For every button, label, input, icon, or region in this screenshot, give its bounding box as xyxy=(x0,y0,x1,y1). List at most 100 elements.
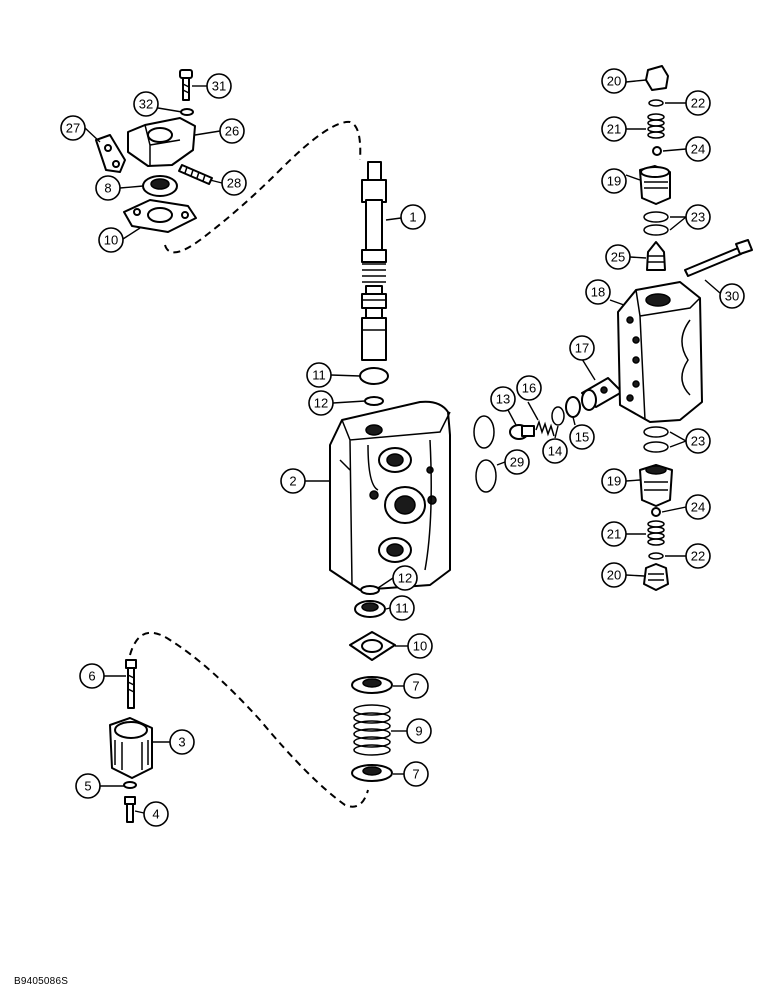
svg-text:15: 15 xyxy=(575,430,589,445)
callout-30: 30 xyxy=(719,283,745,309)
link-plate xyxy=(95,134,126,173)
svg-text:26: 26 xyxy=(225,124,239,139)
callout-15: 15 xyxy=(569,424,595,450)
seat-lower-right xyxy=(639,464,673,507)
svg-text:10: 10 xyxy=(413,639,427,654)
oring-lower-right-23a xyxy=(643,426,669,438)
oring-upper xyxy=(364,396,384,406)
callout-6: 6 xyxy=(79,663,105,689)
oring-upper-right-23b xyxy=(643,224,669,236)
callout-28: 28 xyxy=(221,170,247,196)
callout-21-lower: 21 xyxy=(601,521,627,547)
callout-32: 32 xyxy=(133,91,159,117)
svg-text:27: 27 xyxy=(66,121,80,136)
svg-text:9: 9 xyxy=(415,724,422,739)
svg-text:31: 31 xyxy=(212,79,226,94)
callout-24-upper: 24 xyxy=(685,136,711,162)
svg-text:10: 10 xyxy=(104,233,118,248)
svg-text:24: 24 xyxy=(691,500,705,515)
callout-23-lower: 23 xyxy=(685,428,711,454)
oring-lower xyxy=(360,585,380,595)
svg-text:6: 6 xyxy=(88,669,95,684)
svg-text:19: 19 xyxy=(607,474,621,489)
detent-housing xyxy=(127,117,196,167)
backup-ring xyxy=(565,396,581,418)
callout-26: 26 xyxy=(219,118,245,144)
roll-pin xyxy=(178,164,213,185)
svg-text:16: 16 xyxy=(522,381,536,396)
svg-text:21: 21 xyxy=(607,527,621,542)
svg-text:21: 21 xyxy=(607,122,621,137)
flange-lower xyxy=(349,631,396,661)
callout-24-lower: 24 xyxy=(685,494,711,520)
svg-text:30: 30 xyxy=(725,289,739,304)
cap-screw-long xyxy=(125,659,137,709)
callout-18: 18 xyxy=(585,279,611,305)
svg-text:11: 11 xyxy=(395,601,409,616)
svg-text:2: 2 xyxy=(289,474,296,489)
spring-washer-upper xyxy=(351,676,393,694)
callout-20-upper: 20 xyxy=(601,68,627,94)
svg-text:5: 5 xyxy=(84,779,91,794)
seal-upper-left xyxy=(142,175,178,197)
screw-top-left xyxy=(179,69,193,101)
spring-lower-right xyxy=(647,520,665,546)
oring-upper-right-23a xyxy=(643,211,669,223)
svg-text:22: 22 xyxy=(691,549,705,564)
svg-text:4: 4 xyxy=(152,807,159,822)
callout-8: 8 xyxy=(95,175,121,201)
oring-large-upper xyxy=(473,415,495,449)
svg-text:29: 29 xyxy=(510,455,524,470)
callout-31: 31 xyxy=(206,73,232,99)
callout-10-center: 10 xyxy=(407,633,433,659)
svg-text:7: 7 xyxy=(412,767,419,782)
cartridge-sleeve xyxy=(581,377,623,411)
callout-4: 4 xyxy=(143,801,169,827)
wiper-seal-upper xyxy=(359,367,389,385)
long-bolt xyxy=(684,239,753,277)
callout-27: 27 xyxy=(60,115,86,141)
poppet xyxy=(646,241,666,271)
plug-lower-right xyxy=(643,563,669,591)
svg-text:12: 12 xyxy=(398,571,412,586)
callout-17: 17 xyxy=(569,335,595,361)
callout-7-upper: 7 xyxy=(403,673,429,699)
svg-text:23: 23 xyxy=(691,210,705,225)
callout-10-left: 10 xyxy=(98,227,124,253)
centering-spring xyxy=(353,704,391,756)
callout-21-upper: 21 xyxy=(601,116,627,142)
oring-small xyxy=(551,406,565,426)
callout-11-lower: 11 xyxy=(389,595,415,621)
svg-text:22: 22 xyxy=(691,96,705,111)
svg-text:13: 13 xyxy=(496,392,510,407)
callout-13: 13 xyxy=(490,386,516,412)
svg-text:19: 19 xyxy=(607,174,621,189)
relief-valve-body xyxy=(617,281,703,423)
callout-12-upper: 12 xyxy=(308,390,334,416)
callout-5: 5 xyxy=(75,773,101,799)
flange-upper-left xyxy=(123,199,197,233)
callout-9: 9 xyxy=(406,718,432,744)
oring-large-lower xyxy=(475,459,497,493)
callout-29: 29 xyxy=(504,449,530,475)
callout-12-lower: 12 xyxy=(392,565,418,591)
callout-7-lower: 7 xyxy=(403,761,429,787)
oring-lower-right-23b xyxy=(643,441,669,453)
svg-text:23: 23 xyxy=(691,434,705,449)
svg-text:3: 3 xyxy=(178,735,185,750)
callout-11-upper: 11 xyxy=(306,362,332,388)
callout-19-upper: 19 xyxy=(601,168,627,194)
svg-text:8: 8 xyxy=(104,181,111,196)
callout-1: 1 xyxy=(400,204,426,230)
svg-text:20: 20 xyxy=(607,568,621,583)
callout-2: 2 xyxy=(280,468,306,494)
seat-upper-right xyxy=(639,165,671,205)
oring-upper-right-22 xyxy=(648,99,664,107)
wiper-seal-lower xyxy=(354,600,386,618)
svg-text:7: 7 xyxy=(412,679,419,694)
callout-20-lower: 20 xyxy=(601,562,627,588)
callout-22-lower: 22 xyxy=(685,543,711,569)
ball-upper-right xyxy=(652,146,662,156)
cap-screw-short xyxy=(124,796,136,823)
